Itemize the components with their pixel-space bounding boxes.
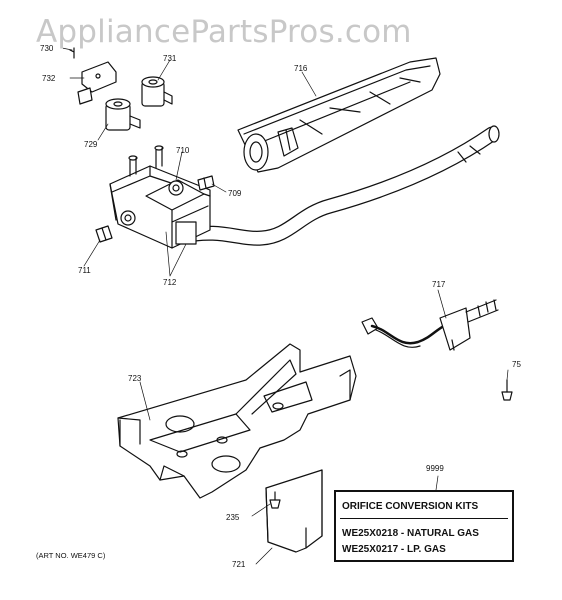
solenoid-coil-731 xyxy=(141,76,173,107)
callout-710: 710 xyxy=(176,146,190,155)
leader-lines xyxy=(61,47,509,565)
callout-712: 712 xyxy=(163,278,177,287)
kit-box-divider xyxy=(340,518,508,519)
callout-9999: 9999 xyxy=(426,464,444,473)
heat-shield-721 xyxy=(265,469,323,553)
callout-729: 729 xyxy=(84,140,98,149)
callout-730: 730 xyxy=(40,44,54,53)
burner-tube-716 xyxy=(237,57,441,173)
callout-732: 732 xyxy=(42,74,56,83)
gas-valve-710 xyxy=(109,145,211,249)
burner-bracket-723 xyxy=(117,343,357,499)
callout-716: 716 xyxy=(294,64,308,73)
callout-75: 75 xyxy=(512,360,521,369)
fitting-709 xyxy=(197,175,215,191)
art-number: (ART NO. WE479 C) xyxy=(36,551,106,560)
fitting-711 xyxy=(95,225,113,243)
coil-bracket-732 xyxy=(69,47,117,105)
igniter-717 xyxy=(361,299,499,351)
watermark: AppliancePartsPros.com xyxy=(36,14,412,50)
screw-75 xyxy=(501,379,513,401)
callout-235: 235 xyxy=(226,513,240,522)
callout-709: 709 xyxy=(228,189,242,198)
callout-711: 711 xyxy=(78,266,91,275)
kit-lp-gas: WE25X0217 - LP. GAS xyxy=(342,544,446,555)
callout-731: 731 xyxy=(163,54,177,63)
solenoid-coil-729 xyxy=(105,98,141,131)
callout-721: 721 xyxy=(232,560,246,569)
kit-natural-gas: WE25X0218 - NATURAL GAS xyxy=(342,528,479,539)
gas-pipe-712 xyxy=(176,125,500,246)
screw-235 xyxy=(269,491,281,509)
callout-717: 717 xyxy=(432,280,446,289)
callout-723: 723 xyxy=(128,374,142,383)
kit-box-title: ORIFICE CONVERSION KITS xyxy=(342,501,479,512)
orifice-kit-box: ORIFICE CONVERSION KITS WE25X0218 - NATU… xyxy=(334,490,514,562)
